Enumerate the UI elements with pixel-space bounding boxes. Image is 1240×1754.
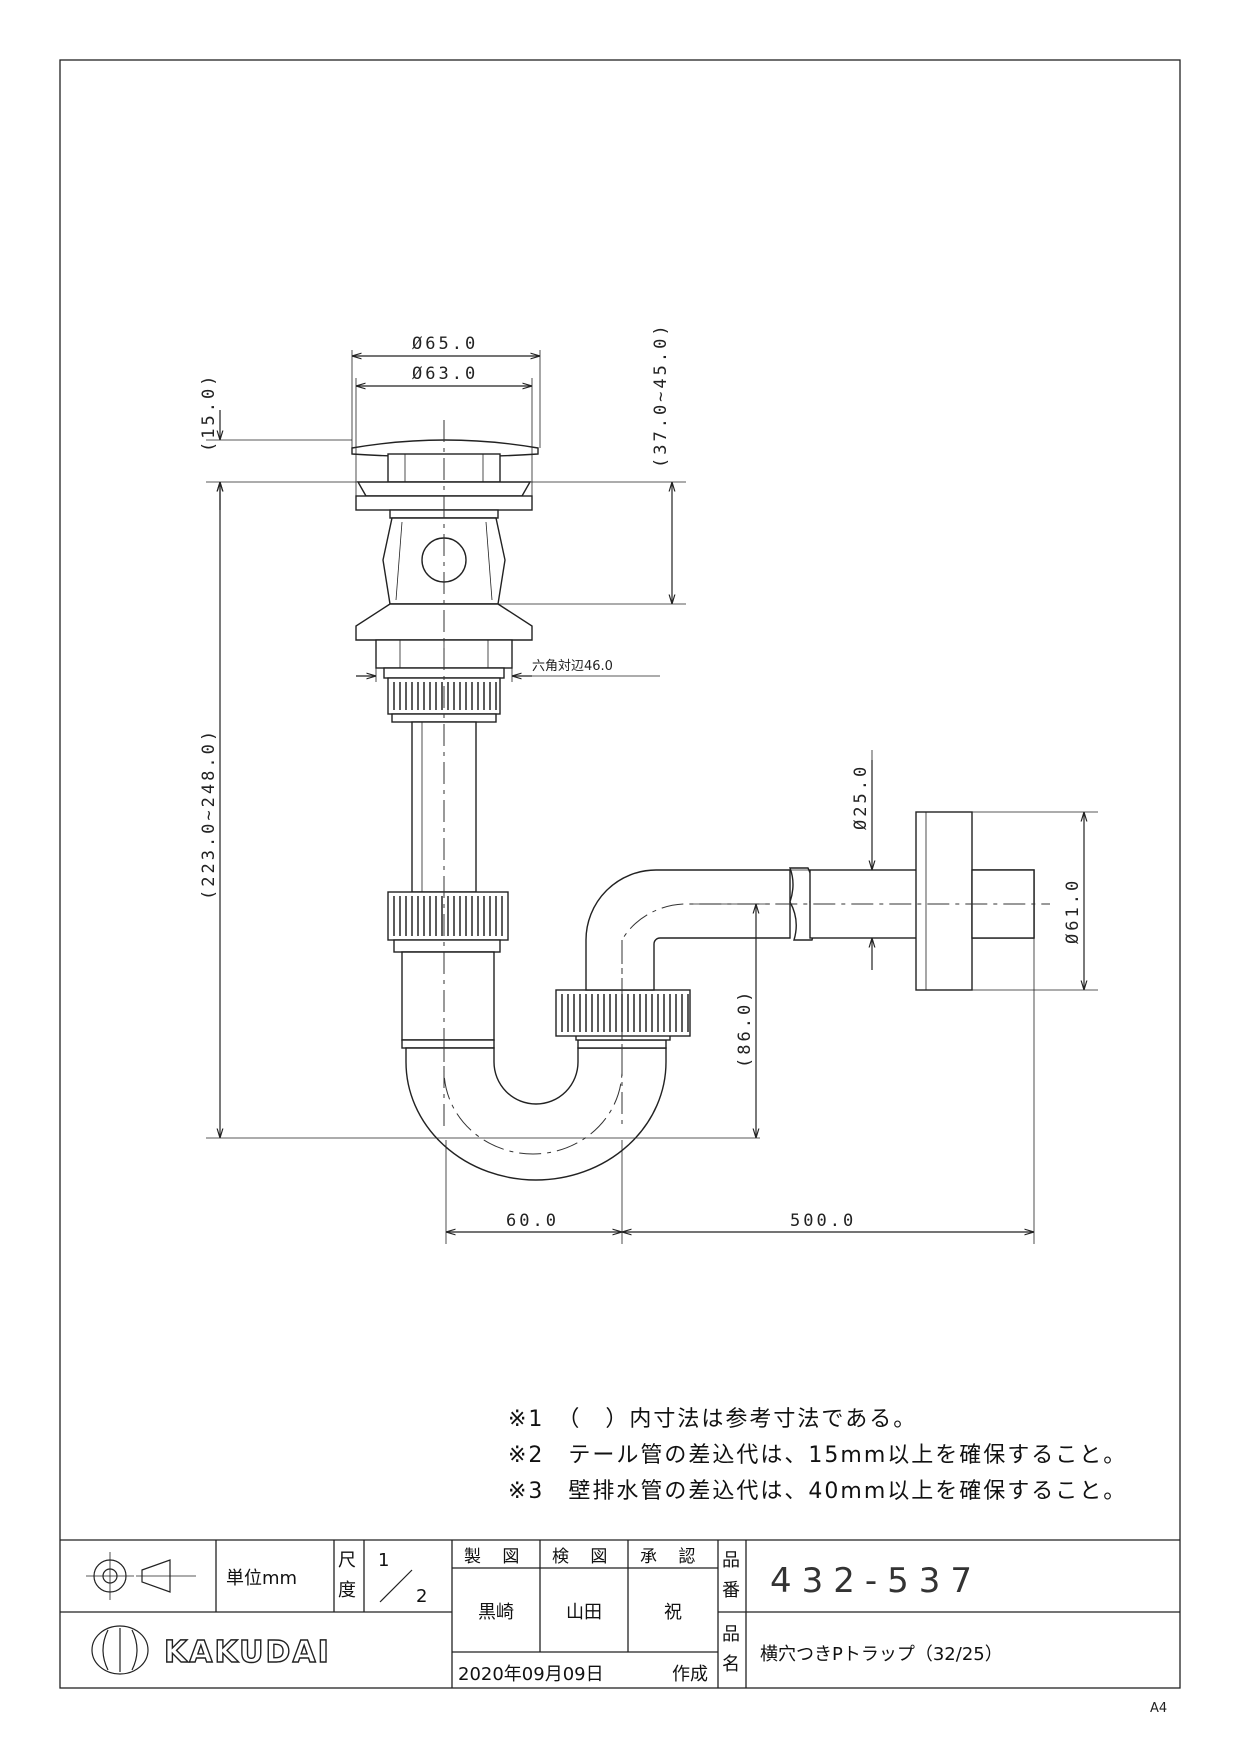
dim-d25: Ø25.0 <box>851 764 871 830</box>
u-bend <box>405 1047 667 1181</box>
scale-label-1: 尺 <box>338 1550 356 1571</box>
dim-d61: Ø61.0 <box>1063 878 1083 944</box>
dim-w60: 60.0 <box>506 1211 559 1231</box>
drawing-frame <box>59 59 1181 1689</box>
col-approved: 承 認 <box>640 1547 703 1567</box>
dim-w500: 500.0 <box>790 1211 856 1231</box>
dim-h86: (86.0) <box>735 989 755 1068</box>
name-label-2: 名 <box>722 1654 740 1675</box>
brand-name: KAKUDAI <box>164 1635 331 1670</box>
part-number: 432-537 <box>770 1561 982 1601</box>
scale-label-2: 度 <box>338 1580 356 1601</box>
note-2: ※2 テール管の差込代は、15mm以上を確保すること。 <box>508 1443 1127 1468</box>
trap-elbow <box>585 869 791 991</box>
dim-h37-45: (37.0~45.0) <box>651 322 671 468</box>
creation-date: 2020年09月09日 <box>458 1664 604 1685</box>
scale-numerator: 1 <box>378 1550 389 1571</box>
col-checked: 検 図 <box>552 1547 615 1567</box>
part-no-label-2: 番 <box>722 1580 740 1601</box>
checked-by: 山田 <box>566 1602 602 1623</box>
trap-inlet <box>401 951 495 1041</box>
col-drawn: 製 図 <box>464 1547 527 1567</box>
approved-by: 祝 <box>664 1602 682 1623</box>
note-1: ※1 （ ）内寸法は参考寸法である。 <box>508 1407 917 1432</box>
unit-label: 単位mm <box>226 1568 297 1589</box>
sheet-size: A4 <box>1150 1701 1167 1716</box>
kakudai-logo-icon <box>91 1625 149 1675</box>
dim-d63: Ø63.0 <box>412 364 478 384</box>
dim-d65: Ø65.0 <box>412 334 478 354</box>
third-angle-projection-icon <box>86 1552 196 1600</box>
drawn-by: 黒崎 <box>478 1602 514 1623</box>
dim-h223-248: (223.0~248.0) <box>199 728 219 900</box>
dim-hex46: 六角対辺46.0 <box>532 659 613 674</box>
creation-date-suffix: 作成 <box>672 1664 708 1685</box>
title-block <box>60 1539 1180 1688</box>
part-name: 横穴つきPトラップ（32/25） <box>760 1644 1003 1665</box>
note-3: ※3 壁排水管の差込代は、40mm以上を確保すること。 <box>508 1479 1127 1504</box>
name-label-1: 品 <box>722 1624 740 1645</box>
wall-flange <box>915 811 973 991</box>
part-no-label-1: 品 <box>722 1550 740 1571</box>
p-trap-assembly <box>351 439 1035 1181</box>
dim-h15: (15.0) <box>199 373 219 452</box>
dimension-lines <box>206 350 1098 1244</box>
centerlines <box>443 420 1050 1155</box>
scale-denominator: 2 <box>416 1586 427 1607</box>
